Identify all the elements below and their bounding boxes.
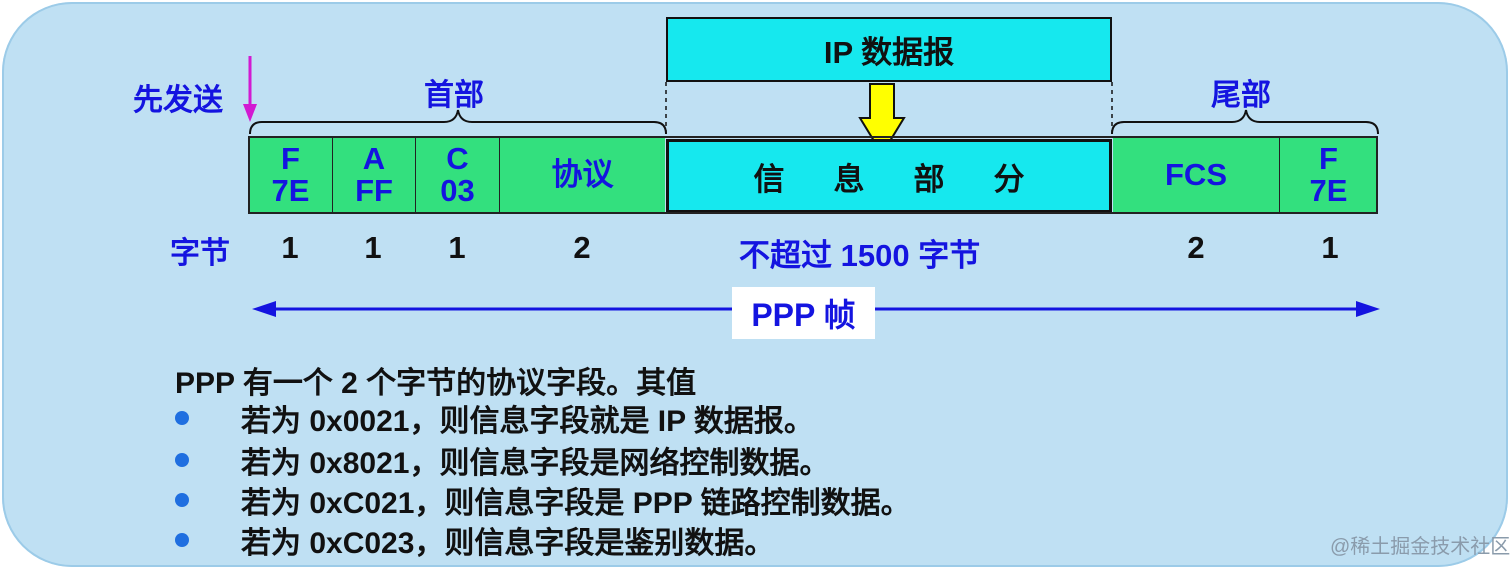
byte-count-address: 1 bbox=[364, 230, 382, 265]
field-address-line1: A bbox=[362, 141, 386, 176]
field-control-line2: 03 bbox=[440, 173, 475, 208]
field-control-line1: C bbox=[446, 141, 469, 176]
bullet-dot-icon bbox=[175, 453, 189, 467]
info-char-2: 息 bbox=[833, 161, 865, 197]
protocol-note-text: 若为 0xC021，则信息字段是 PPP 链路控制数据。 bbox=[241, 487, 911, 520]
send-first-arrowhead bbox=[243, 104, 257, 122]
info-char-1: 信 bbox=[753, 161, 785, 197]
field-flag-start: F 7E bbox=[249, 137, 333, 213]
byte-count-protocol: 2 bbox=[573, 230, 591, 265]
ip-datagram-box: IP 数据报 bbox=[666, 17, 1112, 82]
byte-count-fcs: 2 bbox=[1187, 230, 1205, 265]
field-flag-end-line2: 7E bbox=[1309, 173, 1348, 208]
protocol-note-item: 若为 0xC023，则信息字段是鉴别数据。 bbox=[175, 518, 774, 562]
info-char-4: 分 bbox=[993, 161, 1025, 197]
ppp-frame-arrow-right bbox=[1356, 301, 1380, 317]
field-address-line2: FF bbox=[355, 173, 393, 208]
protocol-note-text: 若为 0x8021，则信息字段是网络控制数据。 bbox=[241, 447, 830, 480]
field-protocol: 协议 bbox=[500, 137, 665, 213]
ppp-frame-label: PPP 帧 bbox=[732, 287, 875, 339]
trailer-brace bbox=[1111, 109, 1379, 135]
field-fcs: FCS bbox=[1113, 137, 1280, 213]
protocol-note-item: 若为 0xC021，则信息字段是 PPP 链路控制数据。 bbox=[175, 478, 911, 522]
header-brace bbox=[249, 109, 667, 135]
send-first-label: 先发送 bbox=[133, 84, 223, 117]
field-address: A FF bbox=[333, 137, 416, 213]
protocol-note-text: 若为 0xC023，则信息字段是鉴别数据。 bbox=[241, 527, 775, 560]
protocol-note-item: 若为 0x8021，则信息字段是网络控制数据。 bbox=[175, 438, 829, 482]
protocol-note-text: 若为 0x0021，则信息字段就是 IP 数据报。 bbox=[241, 405, 814, 438]
byte-count-flag-end: 1 bbox=[1321, 230, 1339, 265]
field-flag-start-line1: F bbox=[281, 141, 300, 176]
info-field: 信 息 部 分 bbox=[666, 139, 1112, 213]
byte-count-info: 不超过 1500 字节 bbox=[739, 238, 981, 273]
info-char-3: 部 bbox=[913, 161, 945, 197]
watermark: @稀土掘金技术社区 bbox=[1330, 536, 1511, 558]
byte-count-control: 1 bbox=[448, 230, 466, 265]
field-protocol-label: 协议 bbox=[551, 157, 614, 192]
bullet-dot-icon bbox=[175, 533, 189, 547]
bytes-label: 字节 bbox=[170, 237, 230, 270]
field-flag-end: F 7E bbox=[1280, 137, 1377, 213]
field-flag-start-line2: 7E bbox=[271, 173, 310, 208]
bullet-dot-icon bbox=[175, 411, 189, 425]
protocol-note-intro: PPP 有一个 2 个字节的协议字段。其值 bbox=[175, 367, 697, 400]
field-fcs-label: FCS bbox=[1165, 157, 1227, 192]
bullet-dot-icon bbox=[175, 493, 189, 507]
ppp-frame-arrow-left bbox=[252, 301, 276, 317]
byte-count-flag-start: 1 bbox=[281, 230, 299, 265]
trailer-label: 尾部 bbox=[1211, 79, 1271, 112]
field-flag-end-line1: F bbox=[1319, 141, 1338, 176]
ip-datagram-label: IP 数据报 bbox=[823, 35, 955, 70]
protocol-note-item: 若为 0x0021，则信息字段就是 IP 数据报。 bbox=[175, 396, 814, 440]
header-label: 首部 bbox=[424, 79, 484, 112]
field-control: C 03 bbox=[416, 137, 500, 213]
